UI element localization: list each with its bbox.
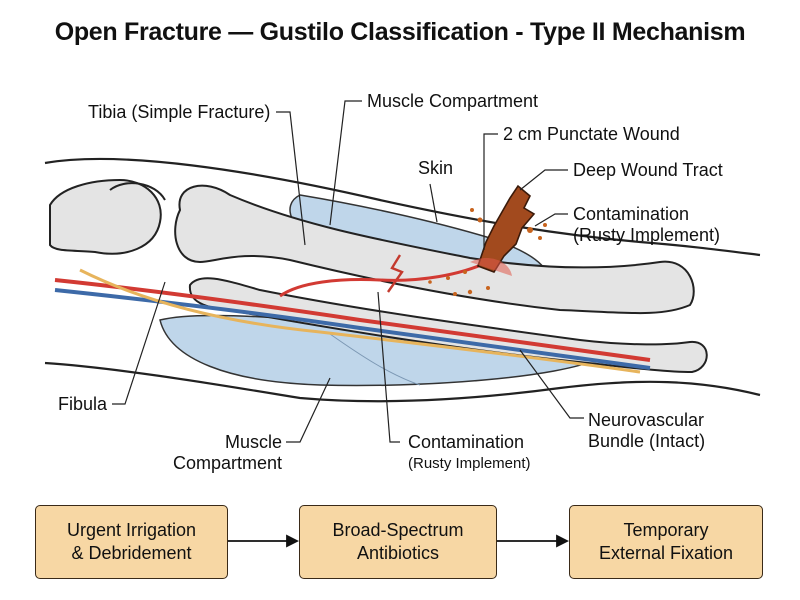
leader-skin <box>429 183 438 223</box>
leader-muscle-top <box>329 100 362 226</box>
skin-outline-bottom <box>44 361 761 403</box>
label-wound: 2 cm Punctate Wound <box>503 124 680 144</box>
label-muscle-compartment-top: Muscle Compartment <box>367 91 539 111</box>
nerve <box>79 268 641 374</box>
leader-deep-tract <box>519 169 568 191</box>
leader-nv <box>519 349 584 419</box>
tibia-bone <box>174 184 695 315</box>
label-contamination-right: Contamination (Rusty Implement) <box>573 204 721 245</box>
label-fibula: Fibula <box>58 394 108 414</box>
leader-muscle-bottom <box>286 377 331 443</box>
deep-wound-tract <box>476 184 536 273</box>
rust-particles <box>428 208 547 296</box>
label-skin: Skin <box>418 158 454 178</box>
vein <box>54 288 651 370</box>
page-title: Open Fracture — Gustilo Classification -… <box>54 18 746 46</box>
contamination-track <box>279 260 489 298</box>
fracture-line <box>387 254 404 293</box>
flow-arrows <box>228 534 570 548</box>
flow-step-external-fixation: Temporary External Fixation <box>569 505 763 579</box>
flow-step-antibiotics: Broad-Spectrum Antibiotics <box>299 505 497 579</box>
leader-fibula <box>112 281 166 405</box>
label-tibia: Tibia (Simple Fracture) <box>88 102 271 122</box>
label-deep-wound-tract: Deep Wound Tract <box>573 160 723 180</box>
leader-contam-bottom <box>377 291 400 443</box>
label-neurovascular-bundle: Neurovascular Bundle (Intact) <box>588 410 706 451</box>
femur-end <box>49 178 162 255</box>
skin-outline-top <box>44 157 761 257</box>
leader-tibia <box>276 111 306 246</box>
artery <box>54 278 651 362</box>
label-contamination-bottom: Contamination (Rusty Implement) <box>408 432 531 472</box>
label-muscle-compartment-bottom: Muscle Compartment <box>172 432 282 473</box>
leader-wound <box>483 133 498 250</box>
leader-contam-right <box>534 213 568 227</box>
flow-step-irrigation: Urgent Irrigation & Debridement <box>35 505 228 579</box>
